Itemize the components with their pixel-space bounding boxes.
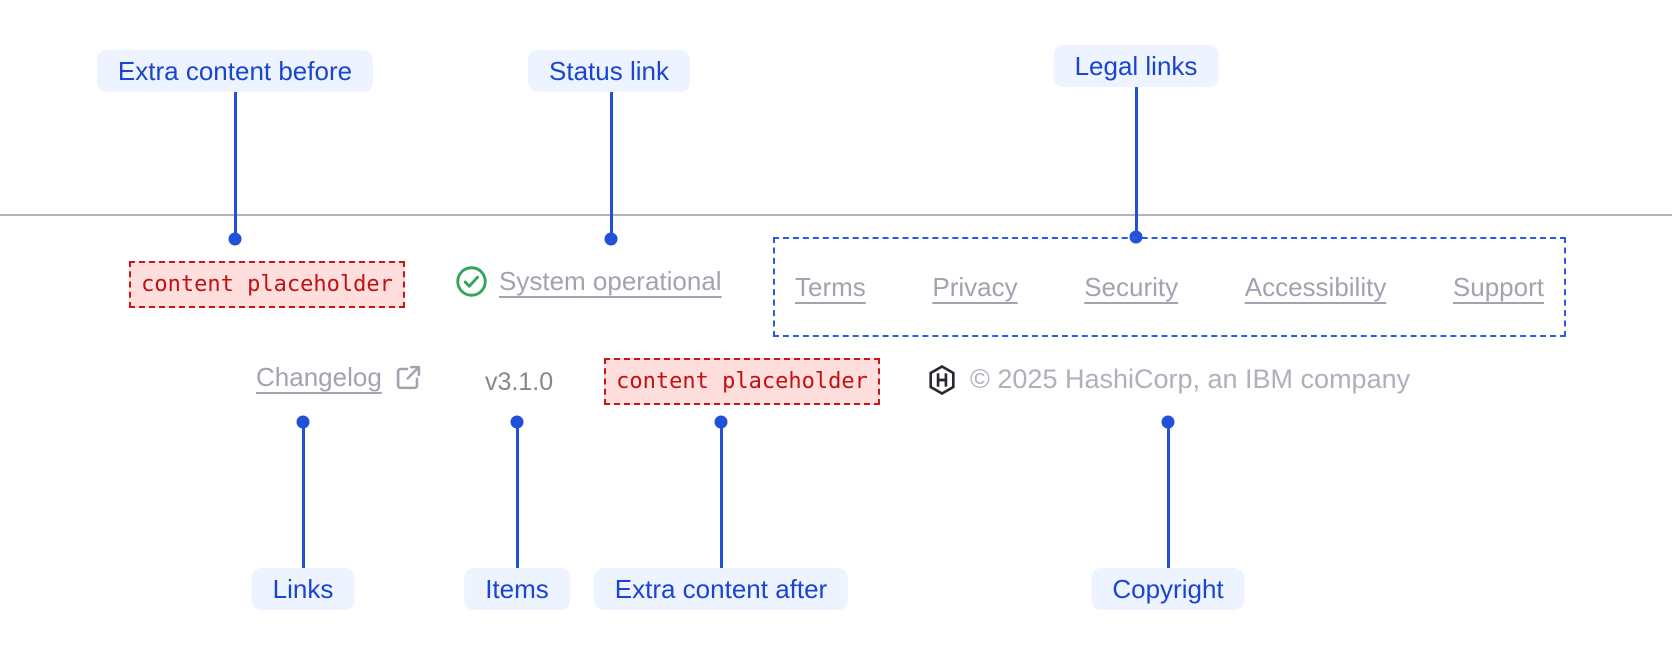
hashicorp-logo-icon xyxy=(928,364,956,395)
extra-content-before-placeholder: content placeholder xyxy=(129,261,405,308)
status-link[interactable]: System operational xyxy=(455,265,722,298)
connector-items xyxy=(515,422,519,568)
connector-status-link xyxy=(609,92,613,239)
version-item: v3.1.0 xyxy=(485,368,554,396)
annotation-legal-links: Legal links xyxy=(1053,45,1219,87)
legal-link-security[interactable]: Security xyxy=(1084,271,1179,302)
legal-link-support[interactable]: Support xyxy=(1452,271,1544,302)
connector-legal-links xyxy=(1134,87,1138,237)
connector-links xyxy=(301,422,305,568)
connector-extra-content-after xyxy=(719,422,723,568)
annotation-extra-content-after: Extra content after xyxy=(593,568,849,610)
extra-content-after-placeholder: content placeholder xyxy=(604,358,880,405)
annotation-links: Links xyxy=(251,568,355,610)
status-link-label: System operational xyxy=(499,266,722,296)
copyright-text: © 2025 HashiCorp, an IBM company xyxy=(970,364,1411,394)
footer-top-divider xyxy=(0,214,1672,216)
connector-extra-content-before xyxy=(233,92,237,239)
connector-dot-copyright xyxy=(1161,415,1175,429)
changelog-link[interactable]: Changelog xyxy=(256,362,423,393)
connector-dot-extra-content-after xyxy=(714,415,728,429)
annotation-items: Items xyxy=(464,568,570,610)
legal-link-terms[interactable]: Terms xyxy=(795,271,866,302)
annotation-copyright: Copyright xyxy=(1091,568,1245,610)
changelog-link-label: Changelog xyxy=(256,362,382,392)
copyright-section: © 2025 HashiCorp, an IBM company xyxy=(928,364,1410,395)
connector-dot-links xyxy=(296,415,310,429)
legal-links-region: Terms Privacy Security Accessibility Sup… xyxy=(773,237,1566,337)
external-link-icon xyxy=(394,363,423,392)
connector-copyright xyxy=(1166,422,1170,568)
connector-dot-items xyxy=(510,415,524,429)
legal-link-accessibility[interactable]: Accessibility xyxy=(1244,271,1387,302)
annotation-extra-content-before: Extra content before xyxy=(96,50,374,92)
connector-dot-status-link xyxy=(604,232,618,246)
check-circle-icon xyxy=(455,265,488,298)
connector-dot-extra-content-before xyxy=(228,232,242,246)
legal-link-privacy[interactable]: Privacy xyxy=(932,271,1018,302)
annotation-status-link: Status link xyxy=(528,50,690,92)
